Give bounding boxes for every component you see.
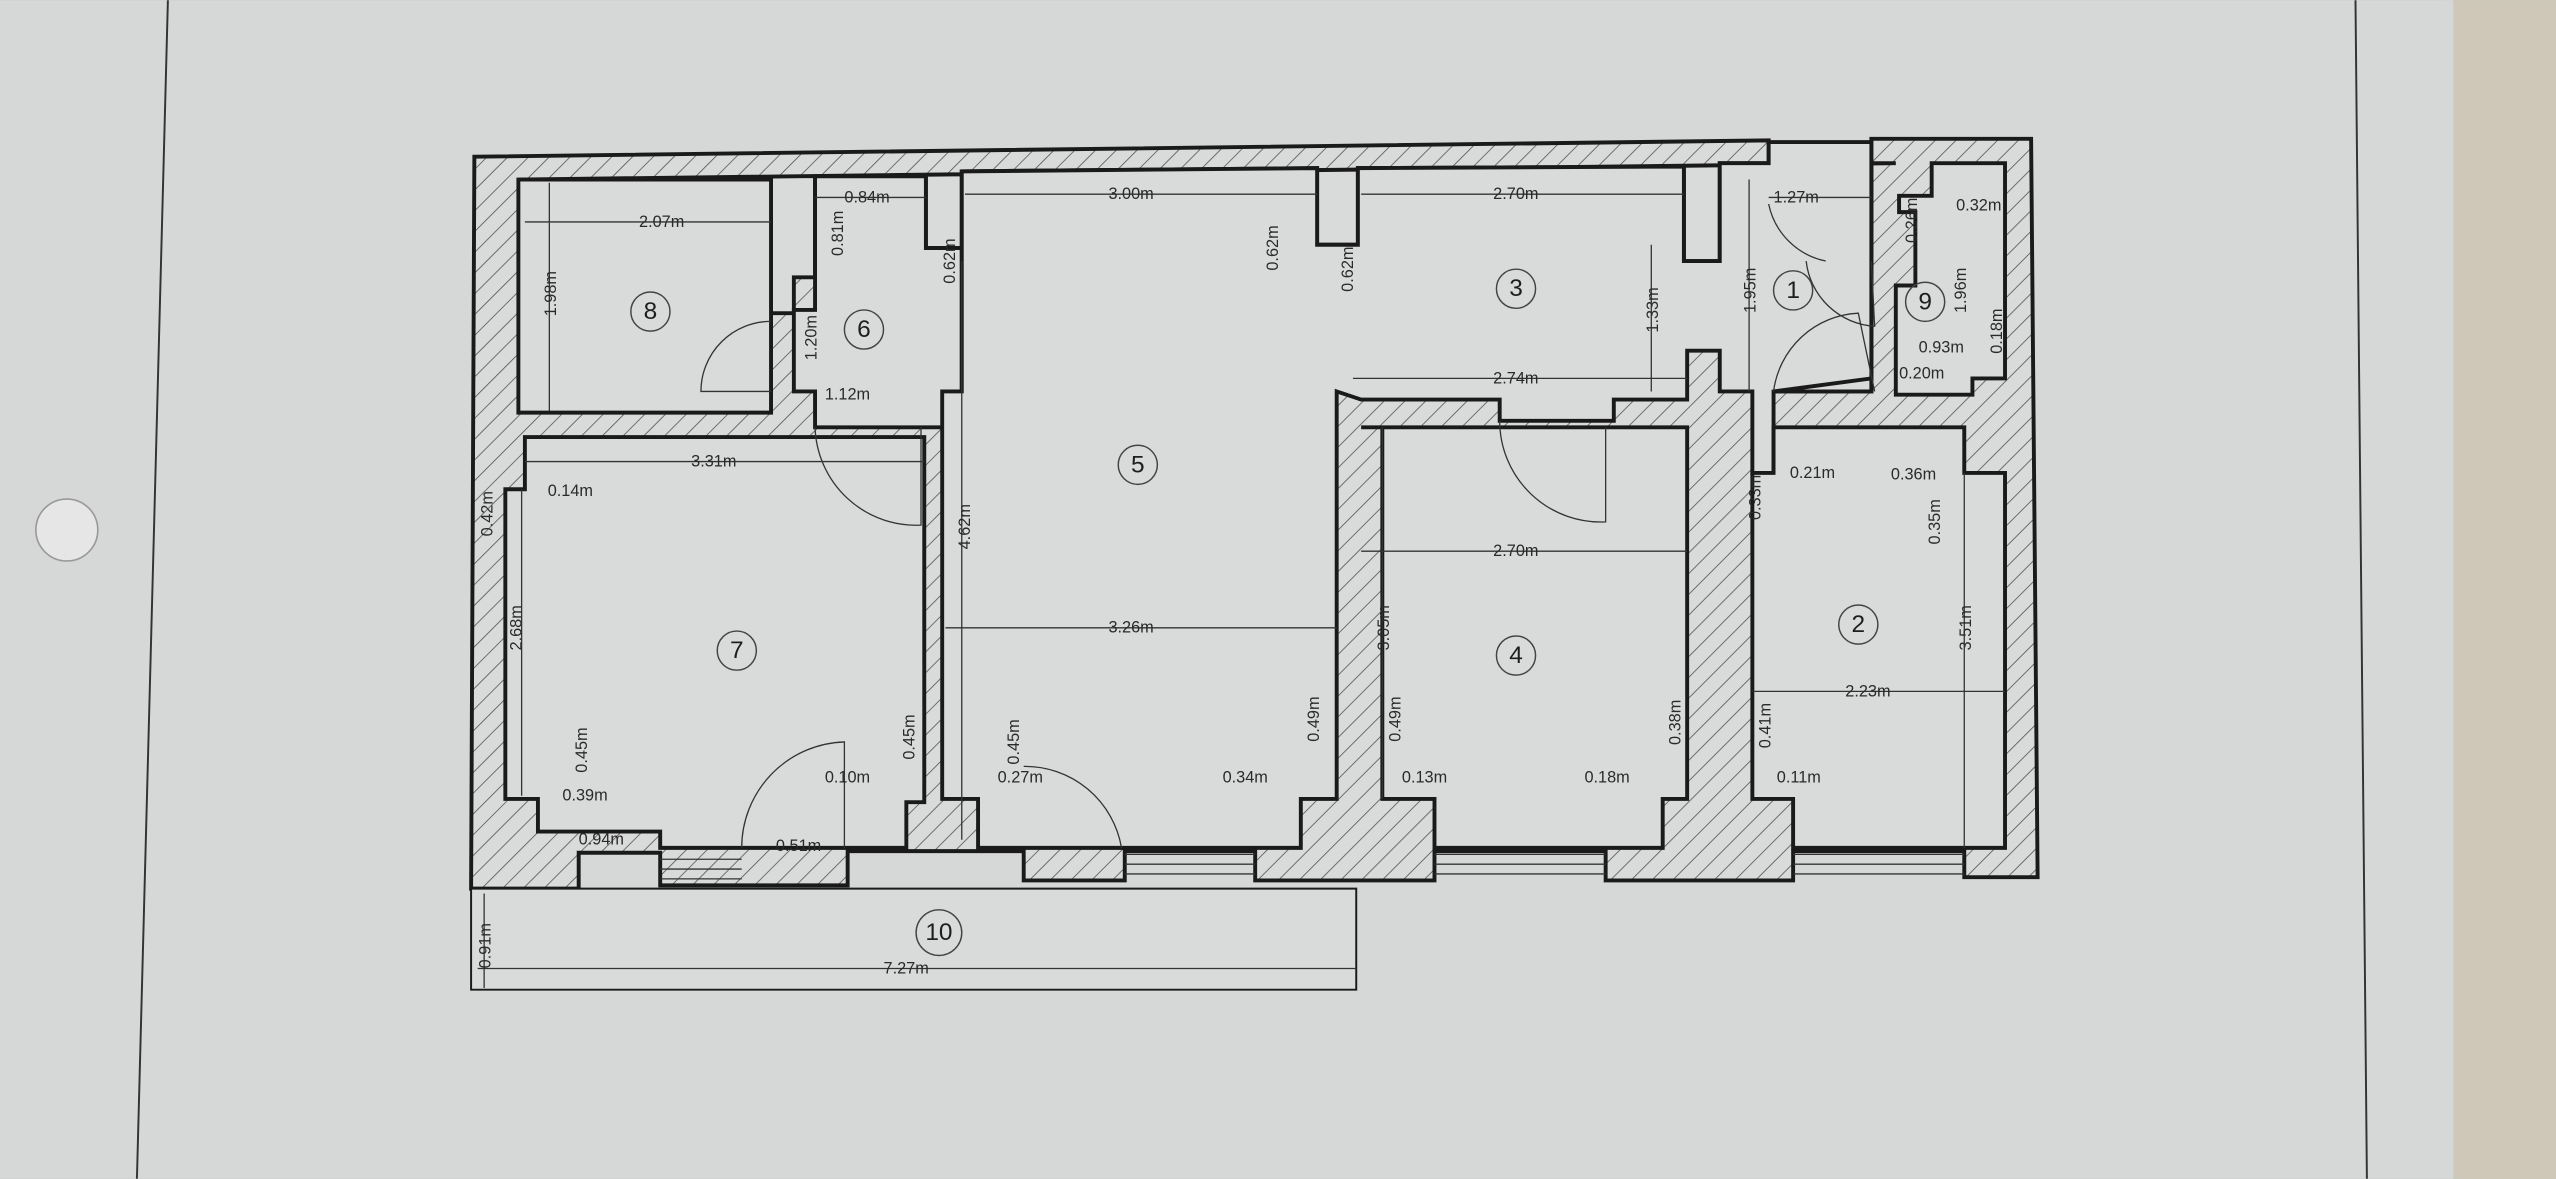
balcony-10-area xyxy=(470,887,1358,991)
dimension-label: 0.21m xyxy=(1790,464,1835,482)
dimension-label: 0.62m xyxy=(1339,247,1357,292)
dimension-label: 1.95m xyxy=(1742,268,1760,313)
dimension-label: 0.34m xyxy=(1223,769,1268,787)
dimension-label: 0.51m xyxy=(776,837,821,855)
room-number-circle xyxy=(915,909,963,957)
fabric-edge xyxy=(2445,0,2556,1179)
dimension-label: 1.98m xyxy=(542,271,560,316)
dimension-label: 0.45m xyxy=(1005,719,1023,764)
room-2-area xyxy=(1750,425,2007,850)
dimension-label: 2.74m xyxy=(1493,369,1538,387)
room-number-2: 2 xyxy=(1852,611,1866,638)
room-number-circle xyxy=(1495,268,1537,310)
dimension-label: 0.38m xyxy=(1667,700,1685,745)
dimension-label: 0.32m xyxy=(1956,197,2001,215)
room-5-3-1-area xyxy=(940,140,1874,850)
dimension-label: 2.07m xyxy=(639,213,684,231)
dimension-label: 0.18m xyxy=(1584,769,1629,787)
dimension-label: 0.33m xyxy=(1747,475,1765,520)
paper-border-right xyxy=(2354,0,2368,1179)
dimension-label: 3.00m xyxy=(1108,185,1153,203)
room-number-4: 4 xyxy=(1509,642,1523,669)
dimension-label: 0.49m xyxy=(1386,696,1404,741)
room-number-7: 7 xyxy=(730,637,744,664)
dimension-label: 0.45m xyxy=(900,714,918,759)
room-number-8: 8 xyxy=(644,298,658,325)
dimension-label: 7.27m xyxy=(884,959,929,977)
dimension-label: 0.13m xyxy=(1402,769,1447,787)
dimension-label: 0.39m xyxy=(562,787,607,805)
dimension-label: 0.11m xyxy=(1777,769,1821,787)
dimension-label: 4.62m xyxy=(956,504,974,549)
dimension-labels: 2.07m 0.84m 3.00m 2.70m 1.27m 0.32m 1.12m 2.74m… xyxy=(477,185,2006,977)
dimension-label: 0.14m xyxy=(548,482,593,500)
dimension-label: 0.81m xyxy=(829,211,847,256)
dimension-label: 2.70m xyxy=(1493,542,1538,560)
dimension-label: 2.70m xyxy=(1493,185,1538,203)
room-number-circle xyxy=(843,309,885,350)
room-number-5: 5 xyxy=(1131,451,1145,478)
dimension-label: 0.45m xyxy=(573,727,591,772)
room-number-circle xyxy=(1772,270,1814,311)
dimension-label: 1.20m xyxy=(803,315,821,360)
dimension-label: 0.20m xyxy=(1899,364,1944,382)
dimension-label: 3.05m xyxy=(1375,605,1393,650)
dimension-label: 1.33m xyxy=(1644,287,1662,332)
dimension-label: 0.35m xyxy=(1926,499,1944,544)
dimension-label: 1.96m xyxy=(1952,268,1970,313)
door-swings xyxy=(700,203,1876,848)
windows xyxy=(660,853,1965,880)
dimension-lines xyxy=(477,179,2006,989)
room-9-area xyxy=(1893,161,2007,397)
room-number-1: 1 xyxy=(1786,277,1800,304)
dimension-label: 0.26m xyxy=(1903,198,1921,243)
room-number-9: 9 xyxy=(1918,288,1932,315)
dimension-label: 0.91m xyxy=(477,923,495,968)
dimension-label: 0.41m xyxy=(1756,703,1774,748)
room-number-circle xyxy=(630,291,671,332)
dimension-label: 3.26m xyxy=(1108,619,1153,637)
dimension-label: 1.12m xyxy=(825,386,870,404)
dimension-label: 0.49m xyxy=(1305,696,1323,741)
room-number-circle xyxy=(1117,444,1159,486)
dimension-label: 0.62m xyxy=(941,238,959,283)
dimension-label: 0.94m xyxy=(579,831,624,849)
dimension-label: 1.27m xyxy=(1774,188,1819,206)
paper-border-left xyxy=(135,0,169,1179)
room-number-circle xyxy=(1495,635,1537,676)
dimension-label: 0.36m xyxy=(1891,465,1936,483)
dimension-label: 0.18m xyxy=(1988,308,2006,353)
dimension-label: 3.51m xyxy=(1957,605,1975,650)
dimension-label: 0.93m xyxy=(1919,338,1964,356)
dimension-label: 0.10m xyxy=(825,769,870,787)
room-number-circle xyxy=(1904,281,1946,323)
dimension-label: 0.84m xyxy=(844,188,889,206)
dimension-label: 0.27m xyxy=(998,769,1043,787)
room-number-circle xyxy=(1838,604,1879,645)
dimension-label: 2.68m xyxy=(508,605,526,650)
dimension-label: 3.31m xyxy=(691,452,736,470)
room-number-6: 6 xyxy=(857,316,871,343)
dimension-label: 0.42m xyxy=(478,491,496,536)
punch-hole xyxy=(35,498,99,562)
room-number-3: 3 xyxy=(1509,275,1523,302)
dimension-label: 0.62m xyxy=(1264,225,1282,270)
dimension-label: 2.23m xyxy=(1845,682,1890,700)
room-number-circle xyxy=(716,630,758,671)
room-number-10: 10 xyxy=(925,919,952,946)
room-8-area xyxy=(516,177,773,415)
room-number-labels: 1 2 3 4 5 6 7 8 9 10 xyxy=(630,268,1946,957)
